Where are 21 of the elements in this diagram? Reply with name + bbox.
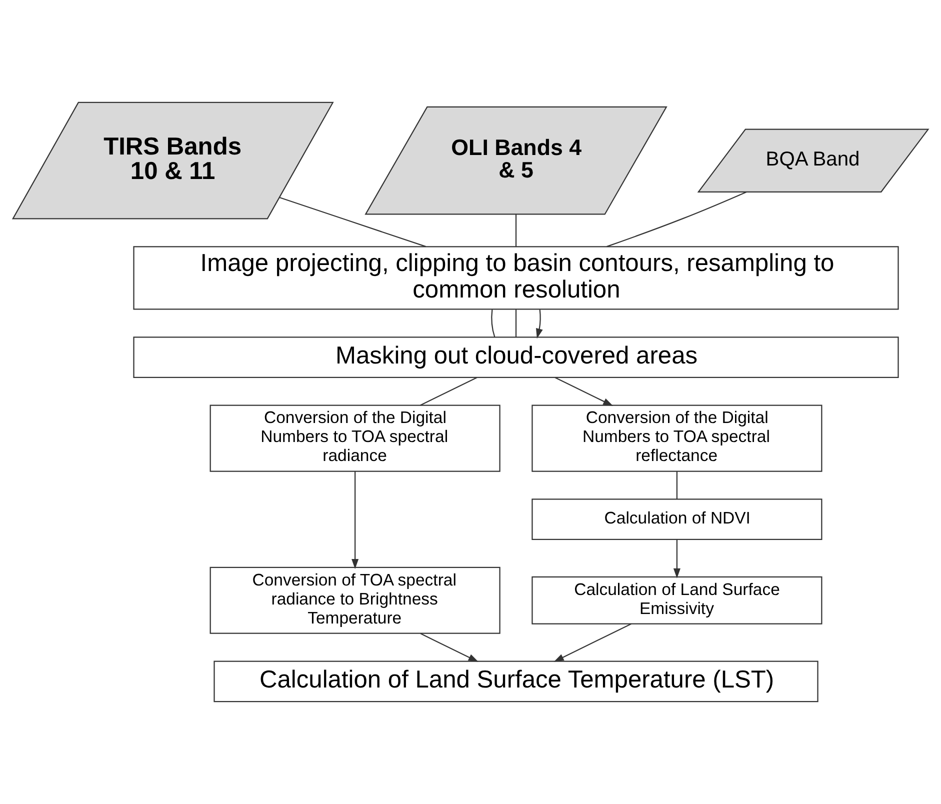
- arrow: [420, 633, 478, 662]
- node-box: Calculation of Land Surface Emissivity: [532, 576, 822, 624]
- node-box: Conversion of the Digital Numbers to TOA spectral reflectance: [532, 404, 822, 472]
- arrow: [554, 623, 632, 662]
- connector: [491, 309, 496, 338]
- connector: [606, 191, 747, 248]
- connector: [676, 472, 678, 500]
- arrow: [673, 540, 680, 578]
- connector: [515, 310, 517, 337]
- node-box: Masking out cloud-covered areas: [133, 336, 899, 378]
- connector: [279, 196, 426, 248]
- connector: [420, 376, 478, 406]
- arrow: [352, 471, 359, 570]
- node-box: Image projecting, clipping to basin contours, resampling to common resolution: [133, 246, 899, 310]
- node-box: Conversion of the Digital Numbers to TOA spectral radiance: [210, 404, 500, 472]
- node-box: Calculation of NDVI: [532, 498, 822, 540]
- arrow: [536, 309, 543, 339]
- node-box: Calculation of Land Surface Temperature (LST): [214, 660, 818, 702]
- connector: [515, 214, 517, 247]
- node-box: Conversion of TOA spectral radiance to Brightness Temperature: [210, 566, 500, 634]
- arrow: [554, 376, 614, 406]
